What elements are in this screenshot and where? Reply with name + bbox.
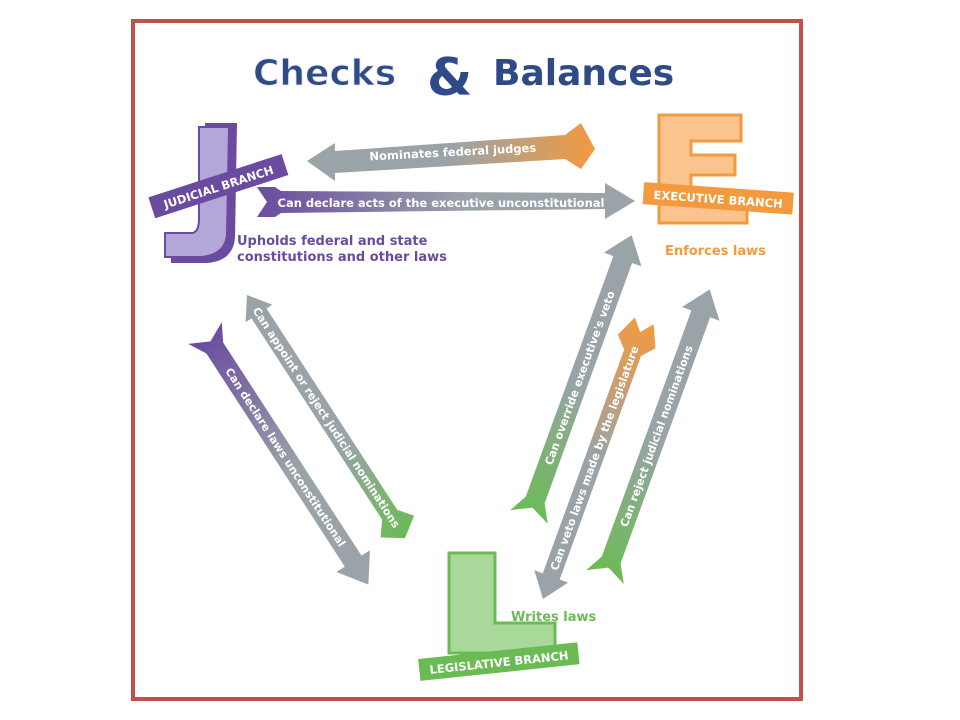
check-declare-exec-label: Can declare acts of the executive uncons… — [278, 196, 605, 210]
executive-branch: EXECUTIVE BRANCH Enforces laws — [642, 113, 794, 259]
judicial-role-line2: constitutions and other laws — [237, 250, 447, 265]
title-word-checks: Checks — [253, 53, 396, 94]
checks-and-balances-diagram: Checks & Balances JUDICIAL BRANCH Uphold… — [148, 48, 794, 681]
executive-branch-banner — [642, 182, 794, 215]
judicial-role-line1: Upholds federal and state — [237, 234, 428, 249]
check-appoint-reject-label: Can appoint or reject judicial nominatio… — [250, 305, 403, 531]
judicial-branch-banner — [148, 154, 289, 219]
diagram-title: Checks & Balances — [253, 48, 675, 108]
diagram-frame: Checks & Balances JUDICIAL BRANCH Uphold… — [131, 19, 803, 701]
executive-role: Enforces laws — [665, 244, 766, 259]
arrow-nominates-federal-judges: Nominates federal judges — [307, 123, 595, 181]
legislative-branch-banner — [418, 642, 580, 681]
check-declare-laws-label: Can declare laws unconstitutional — [222, 366, 348, 550]
title-ampersand: & — [427, 48, 472, 108]
arrow-declare-acts-unconstitutional: Can declare acts of the executive uncons… — [257, 183, 635, 219]
legislative-role: Writes laws — [511, 610, 597, 625]
legislative-branch: LEGISLATIVE BRANCH Writes laws — [418, 551, 597, 681]
judicial-branch: JUDICIAL BRANCH Upholds federal and stat… — [148, 123, 447, 265]
title-word-balances: Balances — [493, 53, 674, 94]
legislative-letter-l — [447, 551, 557, 655]
